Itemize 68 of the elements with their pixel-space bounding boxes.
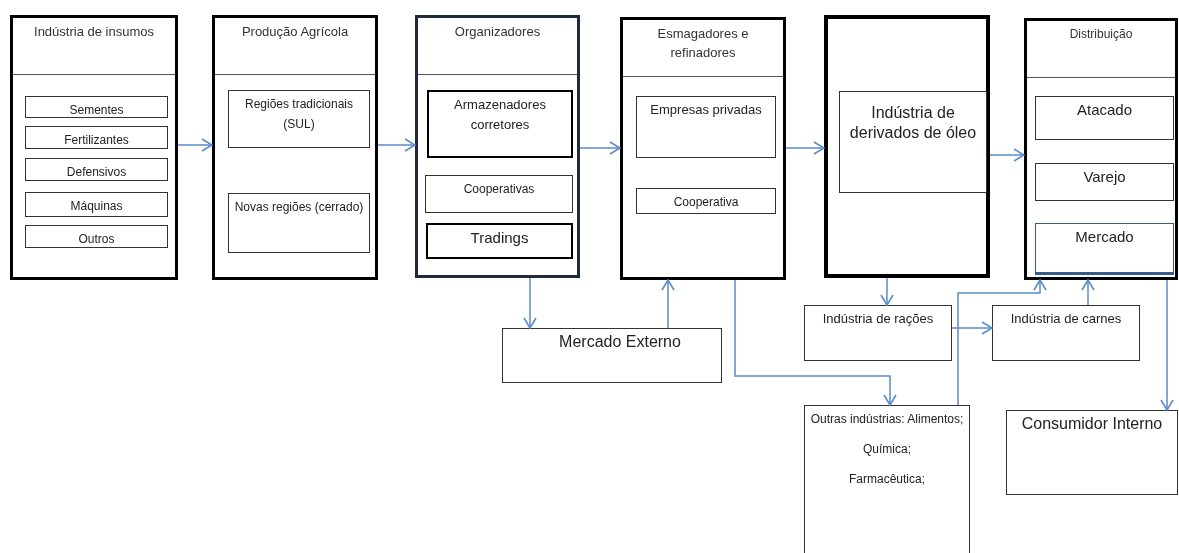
- process-box: [1035, 96, 1174, 140]
- process-box: [1035, 223, 1174, 275]
- process-box: [228, 193, 370, 253]
- process-box: [25, 96, 168, 118]
- process-box: [804, 405, 970, 553]
- arrow: [734, 279, 897, 406]
- arrow: [523, 277, 537, 329]
- box-text: Indústria de carnes: [1010, 310, 1122, 328]
- process-box: [25, 126, 168, 149]
- process-box: [425, 175, 573, 213]
- arrow: [1081, 279, 1095, 306]
- box-text: Química;: [863, 441, 911, 458]
- arrow: [377, 138, 416, 152]
- process-box: [1006, 410, 1178, 495]
- process-box: [228, 90, 370, 148]
- column-heading: Indústria de insumos: [33, 23, 155, 41]
- process-box: [25, 158, 168, 181]
- arrow: [785, 141, 825, 155]
- process-box: [502, 328, 722, 383]
- box-text: Consumidor Interno: [1021, 414, 1163, 434]
- box-text: Novas regiões (cerrado): [234, 199, 364, 216]
- column-heading: Esmagadores e refinadores: [656, 25, 750, 62]
- arrow: [880, 277, 894, 306]
- box-text: Cooperativa: [673, 194, 739, 211]
- process-box: [25, 225, 168, 248]
- stage-column: [212, 15, 378, 280]
- stage-column: [1024, 18, 1178, 280]
- box-text: Outras indústrias: Alimentos;: [810, 411, 964, 428]
- box-text: Máquinas: [70, 198, 123, 215]
- stage-column: [10, 15, 178, 280]
- box-text: Mercado: [1075, 227, 1134, 247]
- box-text: Indústria de rações: [822, 310, 934, 328]
- process-box: [636, 188, 776, 214]
- process-box: [426, 223, 573, 259]
- process-box: [804, 305, 952, 361]
- box-text: Cooperativas: [463, 181, 535, 198]
- box-text: Farmacêutica;: [849, 471, 925, 488]
- box-text: Outros: [78, 231, 115, 248]
- column-heading: Distribuição: [1068, 26, 1134, 43]
- stage-column: [415, 15, 580, 278]
- arrow: [579, 141, 621, 155]
- column-box: [824, 15, 990, 278]
- box-text: Atacado: [1076, 100, 1132, 120]
- process-box: [992, 305, 1140, 361]
- box-text: Regiões tradicionais (SUL): [243, 96, 355, 133]
- process-box: [839, 91, 987, 193]
- arrow: [661, 279, 675, 329]
- column-heading: Organizadores: [453, 23, 542, 41]
- box-text: Empresas privadas: [650, 101, 762, 119]
- box-text: Armazenadores corretores: [453, 96, 547, 134]
- box-text: Indústria de derivados de óleo: [848, 103, 978, 143]
- box-text: Sementes: [69, 102, 124, 119]
- column-heading: Produção Agrícola: [240, 23, 350, 41]
- arrow: [1160, 279, 1174, 411]
- process-box: [427, 90, 573, 158]
- arrow: [951, 321, 993, 335]
- arrow: [177, 138, 213, 152]
- process-box: [25, 192, 168, 217]
- process-box: [1035, 163, 1174, 201]
- stage-column: [620, 17, 786, 280]
- box-text: Mercado Externo: [558, 332, 681, 352]
- box-text: Varejo: [1083, 167, 1126, 187]
- process-box: [636, 96, 776, 158]
- arrow: [989, 148, 1025, 162]
- arrow: [957, 279, 1047, 406]
- box-text: Fertilizantes: [64, 132, 129, 149]
- box-text: Defensivos: [66, 164, 127, 181]
- box-text: Tradings: [470, 228, 529, 248]
